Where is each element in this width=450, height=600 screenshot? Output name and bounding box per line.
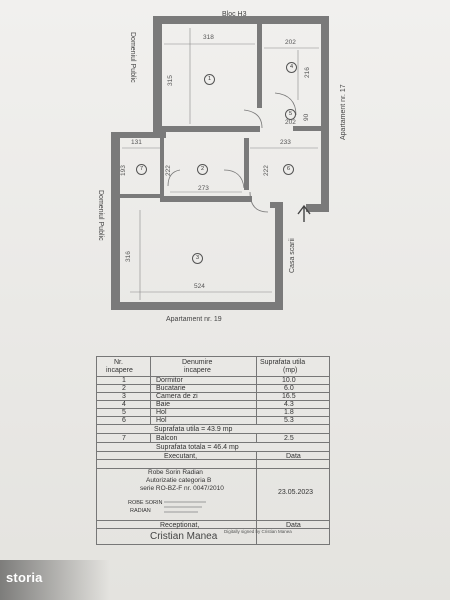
- public-domain-label-top: Domeniul Public: [129, 32, 136, 83]
- wall: [162, 126, 260, 132]
- stairwell-label: Casa scarii: [289, 238, 296, 273]
- neighbor-apartment-label-17: Apartament nr. 17: [340, 84, 347, 140]
- header-nr-line1: Nr.: [114, 359, 123, 366]
- storia-watermark: storia: [6, 570, 43, 585]
- signature-name-1: ROBE SORIN: [128, 500, 163, 506]
- room-number-5: 5: [285, 109, 296, 120]
- table-row: 3 Camera de zi 16.5: [122, 393, 296, 400]
- digital-signature-stamp: [164, 501, 206, 513]
- signature-name-2: RADIAN: [130, 508, 151, 514]
- executant-header-row: Executant, Data: [164, 453, 301, 460]
- door-arc: [274, 92, 297, 116]
- wall: [160, 196, 252, 202]
- dimension: 222: [263, 165, 270, 176]
- executant-authorization: Autorizatie categoria B: [146, 477, 212, 484]
- stairs-arrow: [297, 204, 311, 222]
- wall: [275, 206, 283, 310]
- door-arc: [249, 191, 269, 213]
- header-nr-line2: incapere: [106, 367, 133, 374]
- wall: [306, 204, 329, 212]
- table-row: 7 Balcon 2.5: [122, 435, 294, 442]
- table-row: 1 Dormitor 10.0: [122, 377, 296, 384]
- wall: [111, 194, 163, 198]
- wall: [153, 16, 329, 24]
- door-arc: [167, 169, 181, 187]
- dimension: 318: [203, 34, 214, 41]
- receiver-digital-sign-note: Digitally signed by Cristian Manea: [224, 529, 292, 534]
- neighbor-apartment-label-19: Apartament nr. 19: [166, 316, 222, 323]
- receiver-name: Cristian Manea: [150, 531, 218, 542]
- wall: [153, 16, 162, 132]
- dimension: 90: [303, 113, 310, 121]
- wall: [257, 24, 262, 108]
- floor-plan: [111, 16, 329, 310]
- table-row: 6 Hol 5.3: [122, 417, 294, 424]
- header-name-line1: Denumire: [182, 359, 213, 366]
- room-number-4: 4: [286, 62, 297, 73]
- wall: [321, 16, 329, 212]
- dimension: 315: [167, 75, 174, 86]
- public-domain-label-bottom: Domeniul Public: [97, 190, 104, 241]
- table-row: 2 Bucatarie 6.0: [122, 385, 294, 392]
- table-row: 5 Hol 1.8: [122, 409, 294, 416]
- room-number-1: 1: [204, 74, 215, 85]
- executant-series: serie RO-BZ-F nr. 0047/2010: [140, 485, 224, 492]
- dimension: 222: [165, 165, 172, 176]
- header-area-line1: Suprafata utila: [260, 359, 306, 366]
- header-name-line2: incapere: [184, 367, 211, 374]
- room-number-7: 7: [136, 164, 147, 175]
- table-row: 4 Baie 4.3: [122, 401, 294, 408]
- dimension: 273: [198, 185, 209, 192]
- watermark-shade: [0, 560, 110, 600]
- room-number-6: 6: [283, 164, 294, 175]
- door-arc: [223, 169, 245, 189]
- dimension: 131: [131, 139, 142, 146]
- door-arc: [243, 109, 263, 129]
- wall: [111, 132, 120, 310]
- dimension: 202: [285, 39, 296, 46]
- dimension: 202: [285, 119, 296, 126]
- room-number-3: 3: [192, 253, 203, 264]
- subtotal-row: Suprafata utila = 43.9 mp: [154, 426, 233, 433]
- executant-name: Robe Sorin Radian: [148, 469, 203, 476]
- wall: [111, 302, 283, 310]
- area-table: Nr. incapere Denumire incapere Suprafata…: [96, 356, 330, 545]
- dimension: 316: [125, 251, 132, 262]
- total-row: Suprafata totala = 46.4 mp: [156, 444, 239, 451]
- dimension: 216: [304, 67, 311, 78]
- receptionat-header-row: Receptionat, Data: [160, 522, 301, 529]
- building-label: Bloc H3: [222, 11, 247, 18]
- dimension: 524: [194, 283, 205, 290]
- wall: [270, 202, 283, 208]
- wall: [160, 138, 164, 198]
- dimension: 233: [280, 139, 291, 146]
- wall: [293, 126, 321, 131]
- wall: [111, 132, 166, 138]
- executant-date: 23.05.2023: [278, 489, 314, 496]
- header-area-line2: (mp): [283, 367, 298, 374]
- wall: [244, 138, 249, 190]
- room-number-2: 2: [197, 164, 208, 175]
- dimension: 193: [120, 165, 127, 176]
